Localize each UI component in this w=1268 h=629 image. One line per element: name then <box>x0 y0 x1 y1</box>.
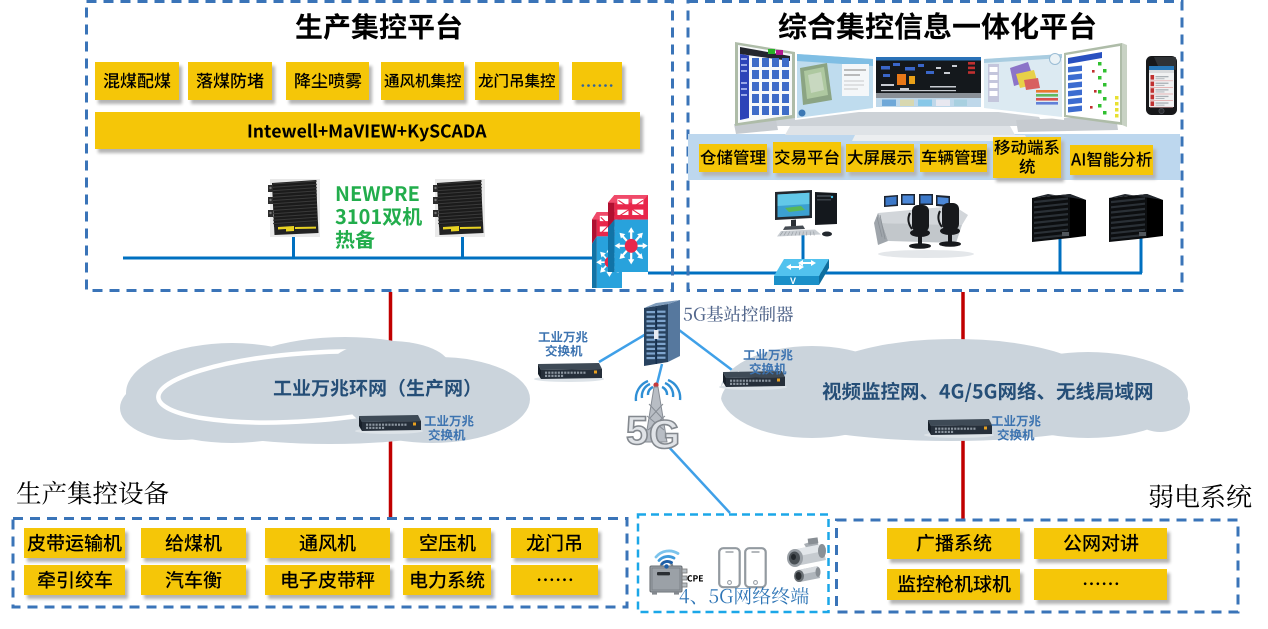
svg-text:V: V <box>790 276 796 286</box>
svg-text:5: 5 <box>626 409 648 453</box>
svg-text:G: G <box>649 413 680 457</box>
